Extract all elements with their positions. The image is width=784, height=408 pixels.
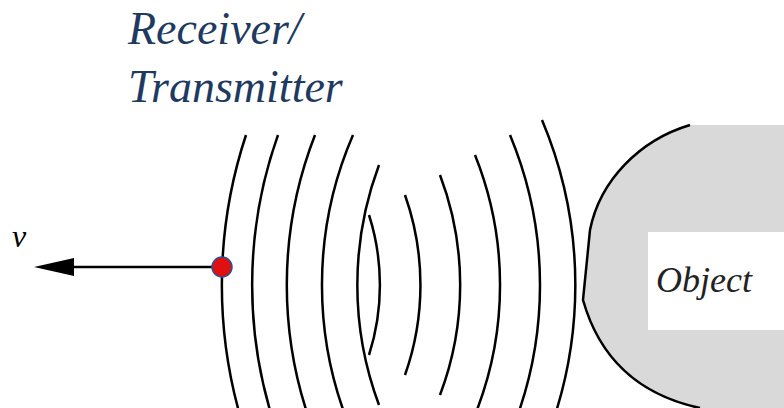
wave-arc (405, 195, 420, 375)
wave-arc (510, 135, 540, 408)
emitted-waves (369, 120, 575, 408)
reflected-waves (222, 135, 379, 408)
wave-arc (440, 175, 460, 395)
transceiver-dot (212, 257, 232, 277)
object-fill (583, 125, 784, 408)
wave-arc (322, 135, 353, 408)
object-shape: Object (575, 120, 784, 408)
wave-arc (542, 120, 575, 408)
wave-arc (252, 135, 278, 408)
velocity-arrow (70, 266, 212, 269)
velocity-label: v (12, 216, 52, 256)
device-label: Receiver/ Transmitter (128, 0, 428, 116)
object-label-patch: Object (648, 232, 784, 330)
object-label: Object (656, 260, 780, 301)
wave-arc (475, 155, 500, 408)
wave-arc (369, 215, 380, 355)
arrow-head (34, 258, 74, 276)
wave-arc (357, 165, 379, 405)
wave-arc (287, 135, 315, 408)
